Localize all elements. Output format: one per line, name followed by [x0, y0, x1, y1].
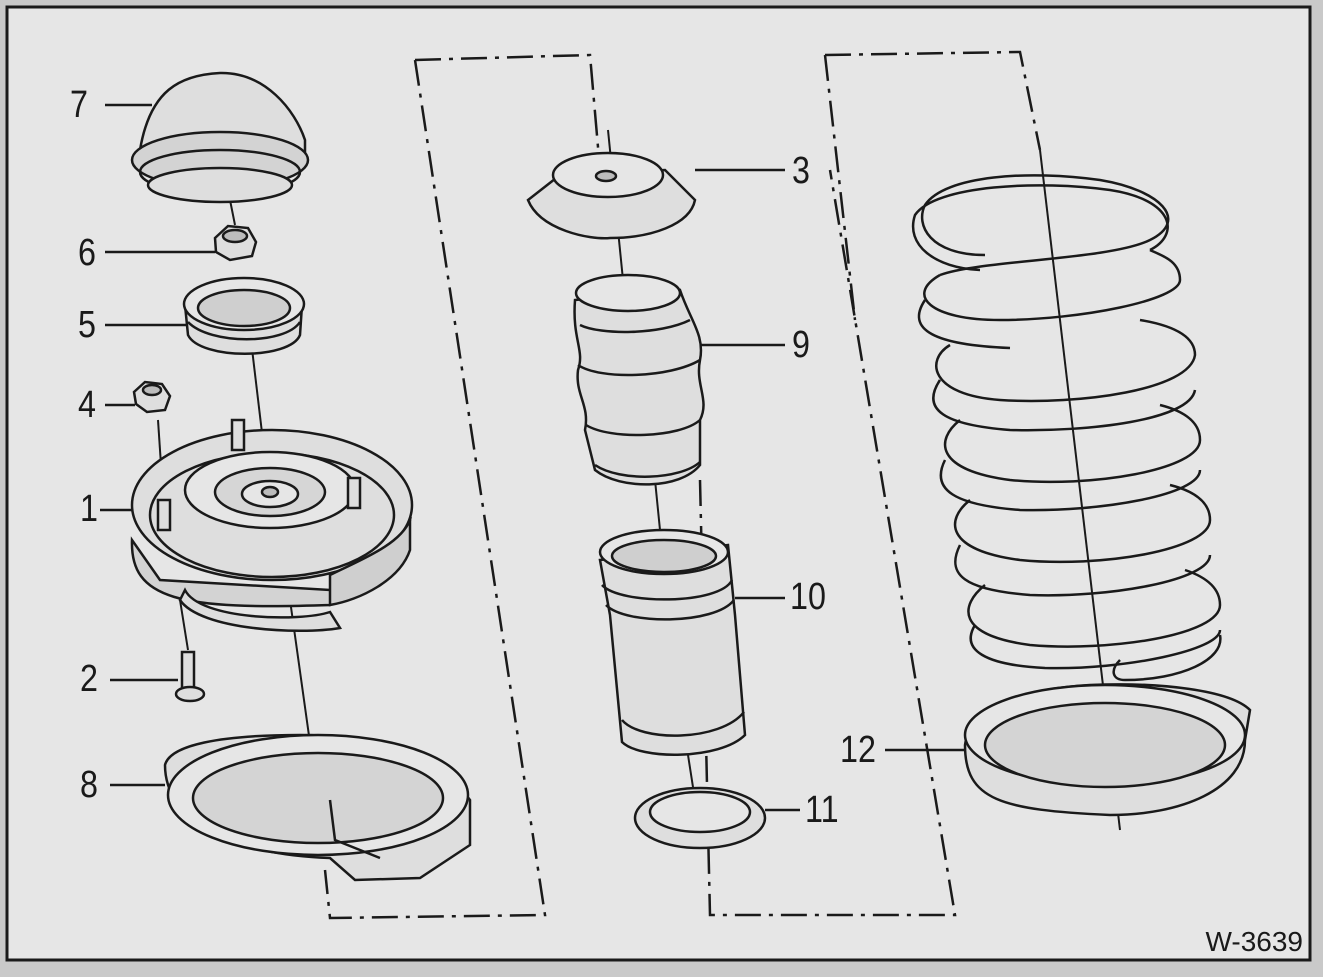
upper-spring-seat-part	[963, 683, 1252, 817]
stop-cup-part	[526, 151, 697, 240]
figure-code: W-3639	[1205, 926, 1303, 957]
callout-12: 12	[840, 729, 876, 771]
callout-7: 7	[70, 84, 88, 126]
callout-9: 9	[792, 324, 810, 366]
group-bracket-spring	[823, 50, 1042, 321]
callout-6: 6	[78, 232, 96, 274]
star-washer-part	[633, 786, 767, 850]
leader-lines	[100, 103, 965, 812]
callout-8: 8	[80, 764, 98, 806]
protective-tube-part	[598, 528, 747, 756]
strut-mount-part	[130, 418, 414, 633]
bump-stop-part	[573, 273, 705, 486]
nut-part	[213, 224, 258, 262]
callout-11: 11	[805, 789, 839, 831]
coil-spring-part	[911, 174, 1222, 682]
callout-5: 5	[78, 304, 96, 346]
small-nut-part	[132, 380, 172, 414]
group-bracket-damper	[323, 53, 957, 920]
callout-1: 1	[80, 488, 98, 530]
callout-4: 4	[78, 384, 96, 426]
callout-2: 2	[80, 658, 98, 700]
bearing-part	[182, 276, 306, 355]
dust-cap-part	[130, 71, 310, 204]
bolt-part	[174, 650, 206, 703]
callout-3: 3	[792, 150, 810, 192]
callout-10: 10	[790, 576, 826, 618]
lower-spring-seat-part	[163, 733, 472, 882]
